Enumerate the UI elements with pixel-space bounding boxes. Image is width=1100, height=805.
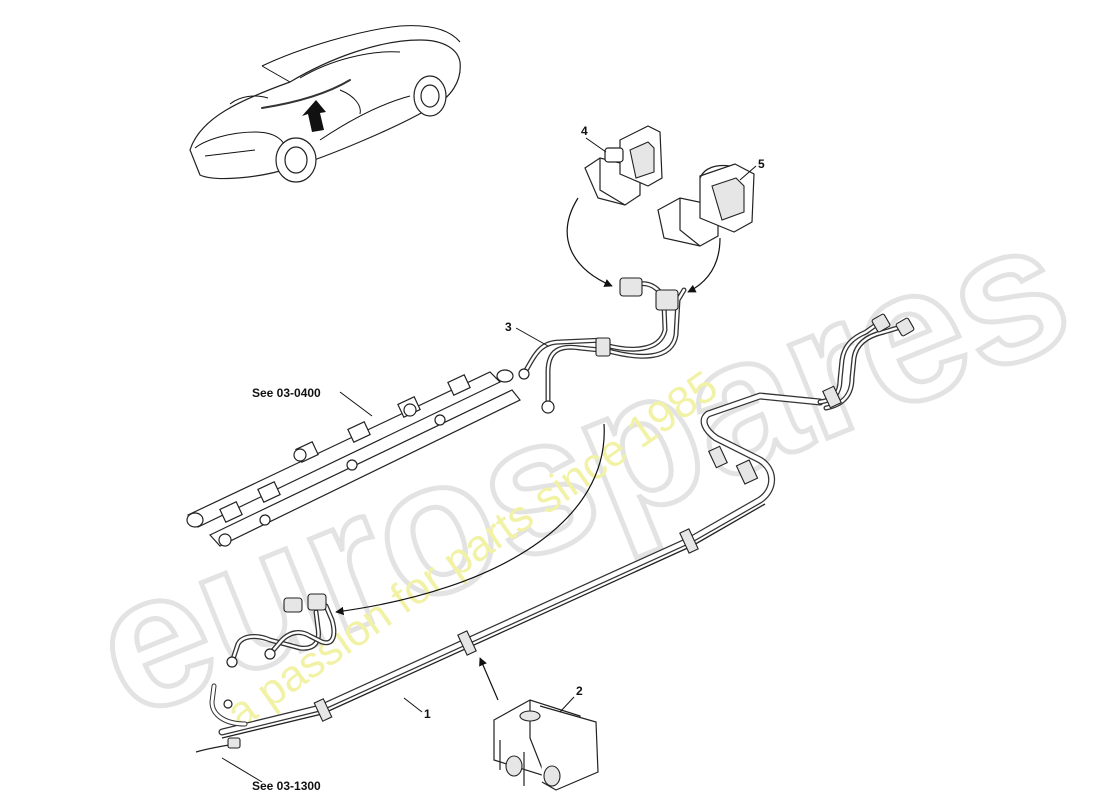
part-5-clip (657, 163, 755, 247)
lower-pipe-section (226, 593, 337, 668)
callout-4: 4 (581, 124, 588, 138)
callout-1: 1 (424, 707, 431, 721)
leader-part-2 (559, 696, 575, 713)
leader-fuel-feed (221, 757, 263, 783)
leader-part-1 (403, 697, 423, 713)
part-3-crossover-pipe (518, 277, 687, 414)
arrow-part-5-to-pipe (687, 237, 721, 293)
arrow-part-4-to-pipe (566, 197, 613, 287)
leader-part-4 (585, 137, 607, 153)
callout-5: 5 (758, 157, 765, 171)
arrow-pipe-to-lower-pipe (335, 423, 605, 616)
callout-3: 3 (505, 320, 512, 334)
leader-part-3 (515, 327, 549, 347)
part-4-clip (584, 125, 663, 206)
leader-part-5 (739, 165, 757, 181)
reference-fuel-feed-label: See 03-1300 (252, 779, 321, 793)
part-1-main-fuel-pipe (195, 313, 915, 753)
arrow-part-2-to-pipe (479, 657, 499, 701)
location-arrow-icon (302, 100, 326, 132)
reference-fuel-rail-label: See 03-0400 (252, 386, 321, 400)
fuel-rail-reference-part (186, 369, 521, 547)
callout-2: 2 (576, 684, 583, 698)
part-2-clip (493, 699, 599, 791)
leader-fuel-rail (339, 391, 373, 417)
car-location-thumbnail (189, 25, 461, 183)
